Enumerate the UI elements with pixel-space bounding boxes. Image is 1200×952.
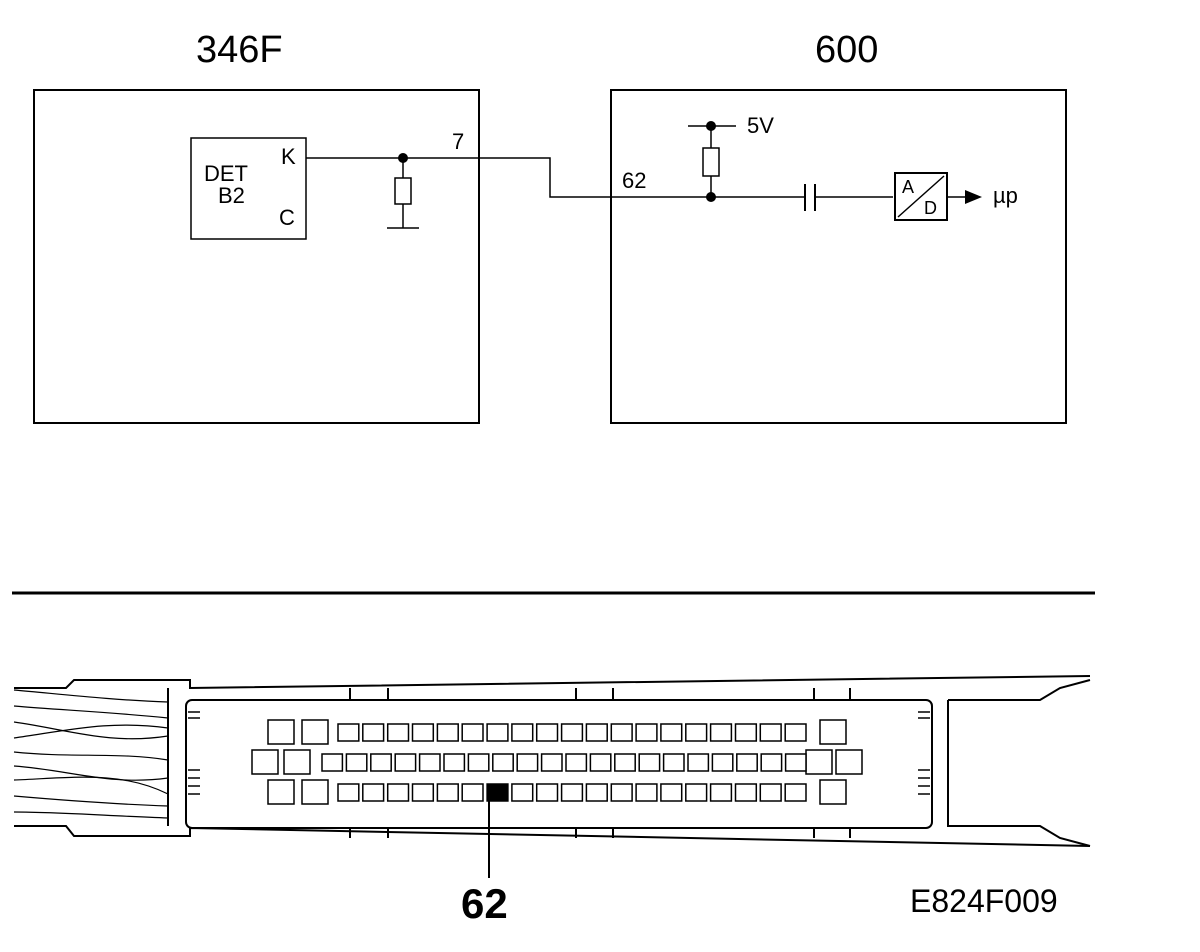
connector-pin [467, 753, 490, 772]
connector-pin [589, 753, 612, 772]
left-resistor [394, 177, 412, 205]
connector-pin [805, 749, 833, 775]
pullup-resistor [702, 147, 720, 177]
detector-pin-k: K [281, 144, 296, 169]
connector-pin [565, 753, 588, 772]
connector-pin [585, 723, 608, 742]
connector-pin [411, 723, 435, 742]
connector-pin [759, 783, 782, 802]
connector-pin [687, 753, 710, 772]
connector-pin [736, 753, 758, 772]
detector-pin-c: C [279, 205, 295, 230]
connector-pin [362, 723, 385, 742]
connector-pin [635, 783, 658, 802]
connector-pin [734, 783, 758, 802]
connector-pin [535, 783, 559, 802]
connector-pin [321, 753, 344, 772]
capacitor-gap [805, 185, 815, 211]
right-junction-dot [706, 192, 716, 202]
connector-pin [486, 783, 509, 802]
connector-pin [516, 753, 539, 772]
connector-pin [301, 779, 329, 805]
connector-pin [711, 753, 734, 772]
connector-pin [635, 723, 658, 742]
connector-pin [709, 723, 733, 742]
connector-pin [337, 723, 360, 742]
left-module-box [33, 89, 480, 424]
ad-label-a: A [902, 177, 914, 197]
connector-housing [14, 675, 1091, 847]
connector-pin [461, 783, 484, 802]
connector-pin [251, 749, 279, 775]
connector-pin [443, 753, 466, 772]
connector-pin [418, 753, 441, 772]
connector-pin [662, 753, 685, 772]
ad-label-d: D [924, 198, 937, 218]
right-module-box [610, 89, 1067, 424]
figure-reference: E824F009 [910, 883, 1058, 919]
connector-pin [819, 779, 847, 805]
output-arrow [965, 190, 982, 204]
connector-pin [734, 723, 758, 742]
input-pin-number: 62 [622, 168, 646, 193]
connector-pin [660, 783, 683, 802]
connector-pin [784, 783, 807, 802]
connector-pin [610, 723, 633, 742]
supply-dot [706, 121, 716, 131]
connector-pin [486, 723, 509, 742]
connector-pin [511, 723, 534, 742]
connector-pin [685, 783, 708, 802]
wire-bundle [13, 689, 169, 819]
connector-pin [784, 723, 807, 742]
connector-pin [386, 723, 410, 742]
connector-pin [267, 719, 295, 745]
connector-pin [301, 719, 329, 745]
detector-label-line2: B2 [218, 183, 245, 208]
connector-pin [760, 753, 783, 772]
connector-pin [267, 779, 295, 805]
connector-pin [283, 749, 311, 775]
connector-pin [614, 753, 636, 772]
ad-converter-divider [897, 175, 945, 218]
connector-pin [386, 783, 410, 802]
wire-number: 7 [452, 129, 464, 154]
connector-pin [585, 783, 608, 802]
right-module-title: 600 [815, 29, 878, 71]
connector-pin [819, 719, 847, 745]
connector-pin [436, 723, 459, 742]
connector-pin [638, 753, 661, 772]
connector-pin [784, 753, 807, 772]
connector-pin [461, 723, 484, 742]
connector-ribs [188, 711, 930, 795]
connector-pin [535, 723, 559, 742]
supply-voltage: 5V [747, 113, 774, 138]
signal-wire [306, 157, 893, 198]
connector-pin [540, 753, 563, 772]
connector-pin [362, 783, 385, 802]
connector-pin [685, 723, 708, 742]
connector-pin [411, 783, 435, 802]
detector-label-line1: DET [204, 161, 248, 186]
connector-pin [709, 783, 733, 802]
connector-pins [251, 719, 863, 805]
connector-pin [759, 723, 782, 742]
highlighted-pin-label: 62 [461, 880, 508, 927]
connector-pin [345, 753, 368, 772]
connector-pin [394, 753, 417, 772]
connector-pin [370, 753, 392, 772]
connector-pin [610, 783, 633, 802]
connector-pin [436, 783, 459, 802]
connector-pin [835, 749, 863, 775]
left-module-title: 346F [196, 29, 283, 71]
connector-pin [511, 783, 534, 802]
connector-latch [947, 679, 1091, 847]
connector-pin [492, 753, 514, 772]
connector-pin [337, 783, 360, 802]
detector-component [190, 137, 307, 240]
connector-pin [660, 723, 683, 742]
output-label: µp [993, 183, 1018, 208]
connector-pin [560, 723, 584, 742]
connector-pin [560, 783, 584, 802]
